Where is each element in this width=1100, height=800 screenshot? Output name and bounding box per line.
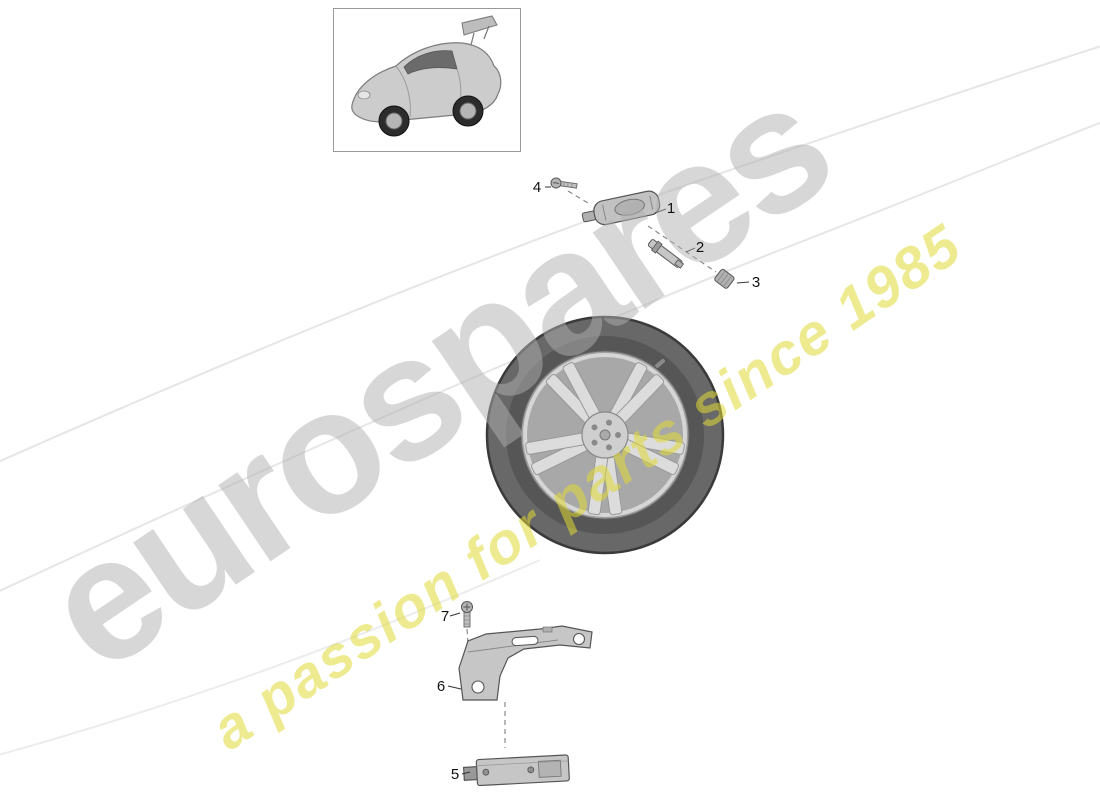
part-6-bracket[interactable] (458, 625, 593, 701)
part-7-screw[interactable] (461, 601, 473, 628)
rim-valve-stem (654, 358, 666, 369)
part-5-antenna[interactable] (463, 754, 570, 787)
part-2-valve-stem[interactable] (647, 238, 686, 271)
vehicle-thumbnail[interactable] (333, 8, 521, 152)
vehicle-illustration (351, 15, 502, 137)
part-4-screw[interactable] (550, 177, 578, 191)
part-1-tpms-sensor[interactable] (580, 189, 661, 229)
callout-leader-lines (447, 186, 750, 775)
callout-4[interactable]: 4 (532, 179, 542, 196)
wheel-spokes (525, 362, 685, 516)
callout-5[interactable]: 5 (450, 766, 460, 783)
part-3-valve-cap[interactable] (714, 268, 735, 289)
background-swoosh (0, 45, 1100, 756)
callout-1[interactable]: 1 (666, 200, 676, 217)
callout-3[interactable]: 3 (751, 274, 761, 291)
callout-7[interactable]: 7 (440, 608, 450, 625)
callout-2[interactable]: 2 (695, 239, 705, 256)
wheel-lug-holes (591, 419, 621, 451)
wheel-and-tire[interactable] (485, 315, 725, 555)
callout-6[interactable]: 6 (436, 678, 446, 695)
